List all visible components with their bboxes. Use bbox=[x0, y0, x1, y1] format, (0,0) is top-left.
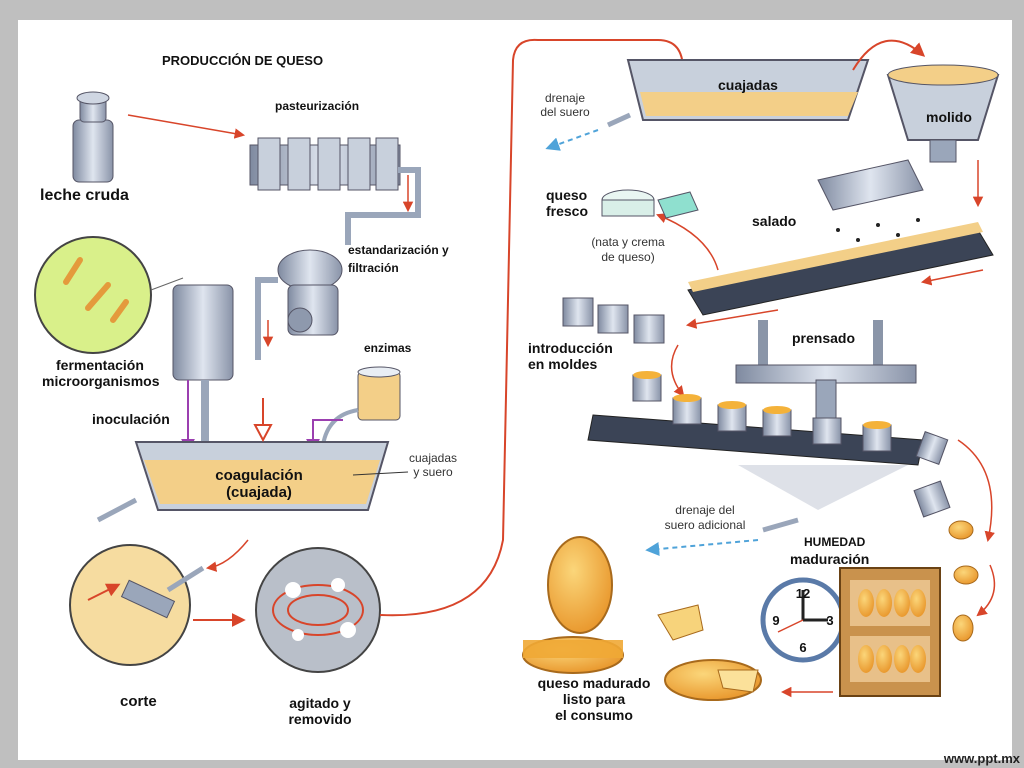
watermark: www.ppt.mx bbox=[943, 751, 1020, 766]
coagulation-vat-icon bbox=[96, 441, 390, 523]
label-leche-cruda: leche cruda bbox=[40, 187, 129, 204]
label-drenaje-adicional-1: drenaje del bbox=[675, 503, 735, 517]
diagram-frame: 12 3 6 9 PRODUCCIÓN DE QUESO leche cruda… bbox=[18, 20, 1012, 760]
label-prensado: prensado bbox=[792, 330, 856, 346]
label-inoculacion: inoculación bbox=[92, 411, 170, 427]
salt-block-icon bbox=[817, 159, 924, 257]
cheese-production-diagram: 12 3 6 9 bbox=[34, 38, 1000, 701]
label-cuajadas-suero-2: y suero bbox=[413, 465, 453, 479]
enzyme-jar-icon bbox=[321, 366, 401, 446]
aged-cheese-wheels bbox=[522, 536, 762, 701]
label-estandarizacion-1: estandarización y bbox=[348, 243, 449, 257]
fresh-cheese-icon bbox=[601, 189, 699, 219]
label-salado: salado bbox=[752, 213, 797, 229]
label-maduracion: maduración bbox=[790, 551, 870, 567]
label-queso-fresco-1: queso bbox=[546, 187, 588, 203]
label-agitado-2: removido bbox=[288, 711, 352, 727]
milk-can-icon bbox=[72, 91, 114, 183]
press-icon bbox=[735, 320, 917, 421]
pressed-cheese-pieces bbox=[913, 480, 979, 642]
label-enzimas: enzimas bbox=[364, 341, 412, 355]
stirring-magnifier bbox=[255, 547, 381, 673]
clock-number-3: 3 bbox=[826, 613, 833, 628]
clock-number-12: 12 bbox=[796, 586, 810, 601]
label-queso-madurado-3: el consumo bbox=[555, 707, 633, 723]
culture-tank-icon bbox=[172, 284, 234, 450]
label-cuajadas-suero-1: cuajadas bbox=[408, 451, 458, 465]
label-queso-madurado-1: queso madurado bbox=[537, 675, 651, 691]
label-queso-madurado-2: listo para bbox=[562, 691, 626, 707]
filled-molds-icon bbox=[632, 371, 949, 465]
label-humedad: HUMEDAD bbox=[804, 535, 866, 549]
label-introduccion-1: introducción bbox=[528, 340, 613, 356]
label-agitado-1: agitado y bbox=[289, 695, 351, 711]
clock-number-6: 6 bbox=[799, 640, 806, 655]
label-fermentacion-2: microorganismos bbox=[42, 373, 160, 389]
mill-hopper-icon bbox=[886, 64, 1000, 163]
label-nata-2: de queso) bbox=[601, 250, 655, 264]
clock-icon: 12 3 6 9 bbox=[760, 577, 846, 663]
diagram-title: PRODUCCIÓN DE QUESO bbox=[162, 53, 324, 68]
label-fermentacion-1: fermentación bbox=[56, 357, 144, 373]
label-nata-1: (nata y crema bbox=[591, 235, 665, 249]
microorganisms-magnifier bbox=[34, 236, 184, 354]
salting-conveyor-icon bbox=[687, 222, 994, 316]
label-introduccion-2: en moldes bbox=[528, 356, 598, 372]
label-pasteurizacion: pasteurización bbox=[275, 99, 360, 113]
clock-number-9: 9 bbox=[772, 613, 779, 628]
curd-trough-icon bbox=[606, 59, 870, 128]
label-drenaje-suero-1: drenaje bbox=[544, 91, 586, 105]
ripening-shelf-icon bbox=[839, 567, 941, 697]
separator-icon bbox=[255, 249, 343, 360]
empty-molds-icon bbox=[562, 297, 665, 344]
label-cuajadas: cuajadas bbox=[718, 77, 778, 93]
cutting-magnifier bbox=[69, 544, 205, 666]
label-drenaje-adicional-2: suero adicional bbox=[664, 518, 746, 532]
label-corte: corte bbox=[120, 693, 157, 710]
label-queso-fresco-2: fresco bbox=[546, 203, 589, 219]
label-molido: molido bbox=[926, 109, 972, 125]
label-drenaje-suero-2: del suero bbox=[540, 105, 590, 119]
label-coagulacion-2: (cuajada) bbox=[226, 484, 292, 501]
label-coagulacion-1: coagulación bbox=[215, 467, 303, 484]
label-estandarizacion-2: filtración bbox=[348, 261, 399, 275]
pasteurizer-icon bbox=[249, 137, 421, 245]
